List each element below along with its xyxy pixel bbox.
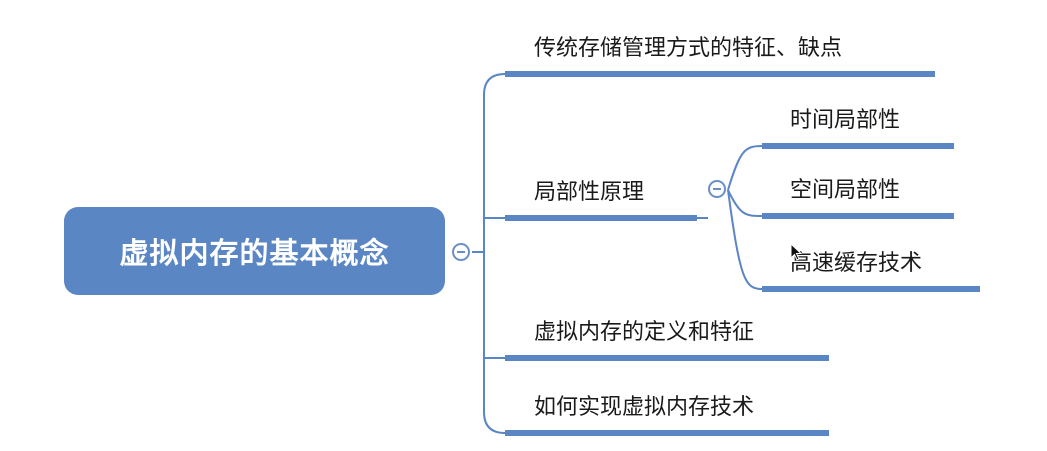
topic-underline-implement xyxy=(505,430,829,436)
collapse-toggle-locality[interactable] xyxy=(708,180,726,198)
root-node-label: 虚拟内存的基本概念 xyxy=(119,236,390,270)
topic-underline-definition xyxy=(505,355,829,361)
sub-branch-curve-top xyxy=(727,145,763,191)
subtopic-spatial-locality[interactable]: 空间局部性 xyxy=(790,178,901,203)
subtopic-underline-time xyxy=(762,143,954,149)
subtopic-underline-space xyxy=(762,213,954,219)
mouse-cursor-icon xyxy=(790,243,802,261)
subtopic-temporal-locality[interactable]: 时间局部性 xyxy=(790,108,901,133)
topic-traditional-storage[interactable]: 传统存储管理方式的特征、缺点 xyxy=(534,36,843,61)
topic-locality-principle[interactable]: 局部性原理 xyxy=(534,180,645,205)
root-node[interactable]: 虚拟内存的基本概念 xyxy=(64,207,445,295)
topic-implement-virtual-memory[interactable]: 如何实现虚拟内存技术 xyxy=(534,395,755,420)
branch-trunk xyxy=(483,73,506,434)
subtopic-cache-technology[interactable]: 高速缓存技术 xyxy=(790,251,923,276)
topic-virtual-memory-definition[interactable]: 虚拟内存的定义和特征 xyxy=(534,320,755,345)
sub-branch-curve-bottom xyxy=(727,189,763,290)
sub-branch-curve-mid xyxy=(727,189,763,217)
topic-underline-locality xyxy=(505,215,697,221)
collapse-toggle-root[interactable] xyxy=(452,243,470,261)
topic-underline-traditional xyxy=(505,71,935,77)
subtopic-underline-cache xyxy=(762,286,980,292)
